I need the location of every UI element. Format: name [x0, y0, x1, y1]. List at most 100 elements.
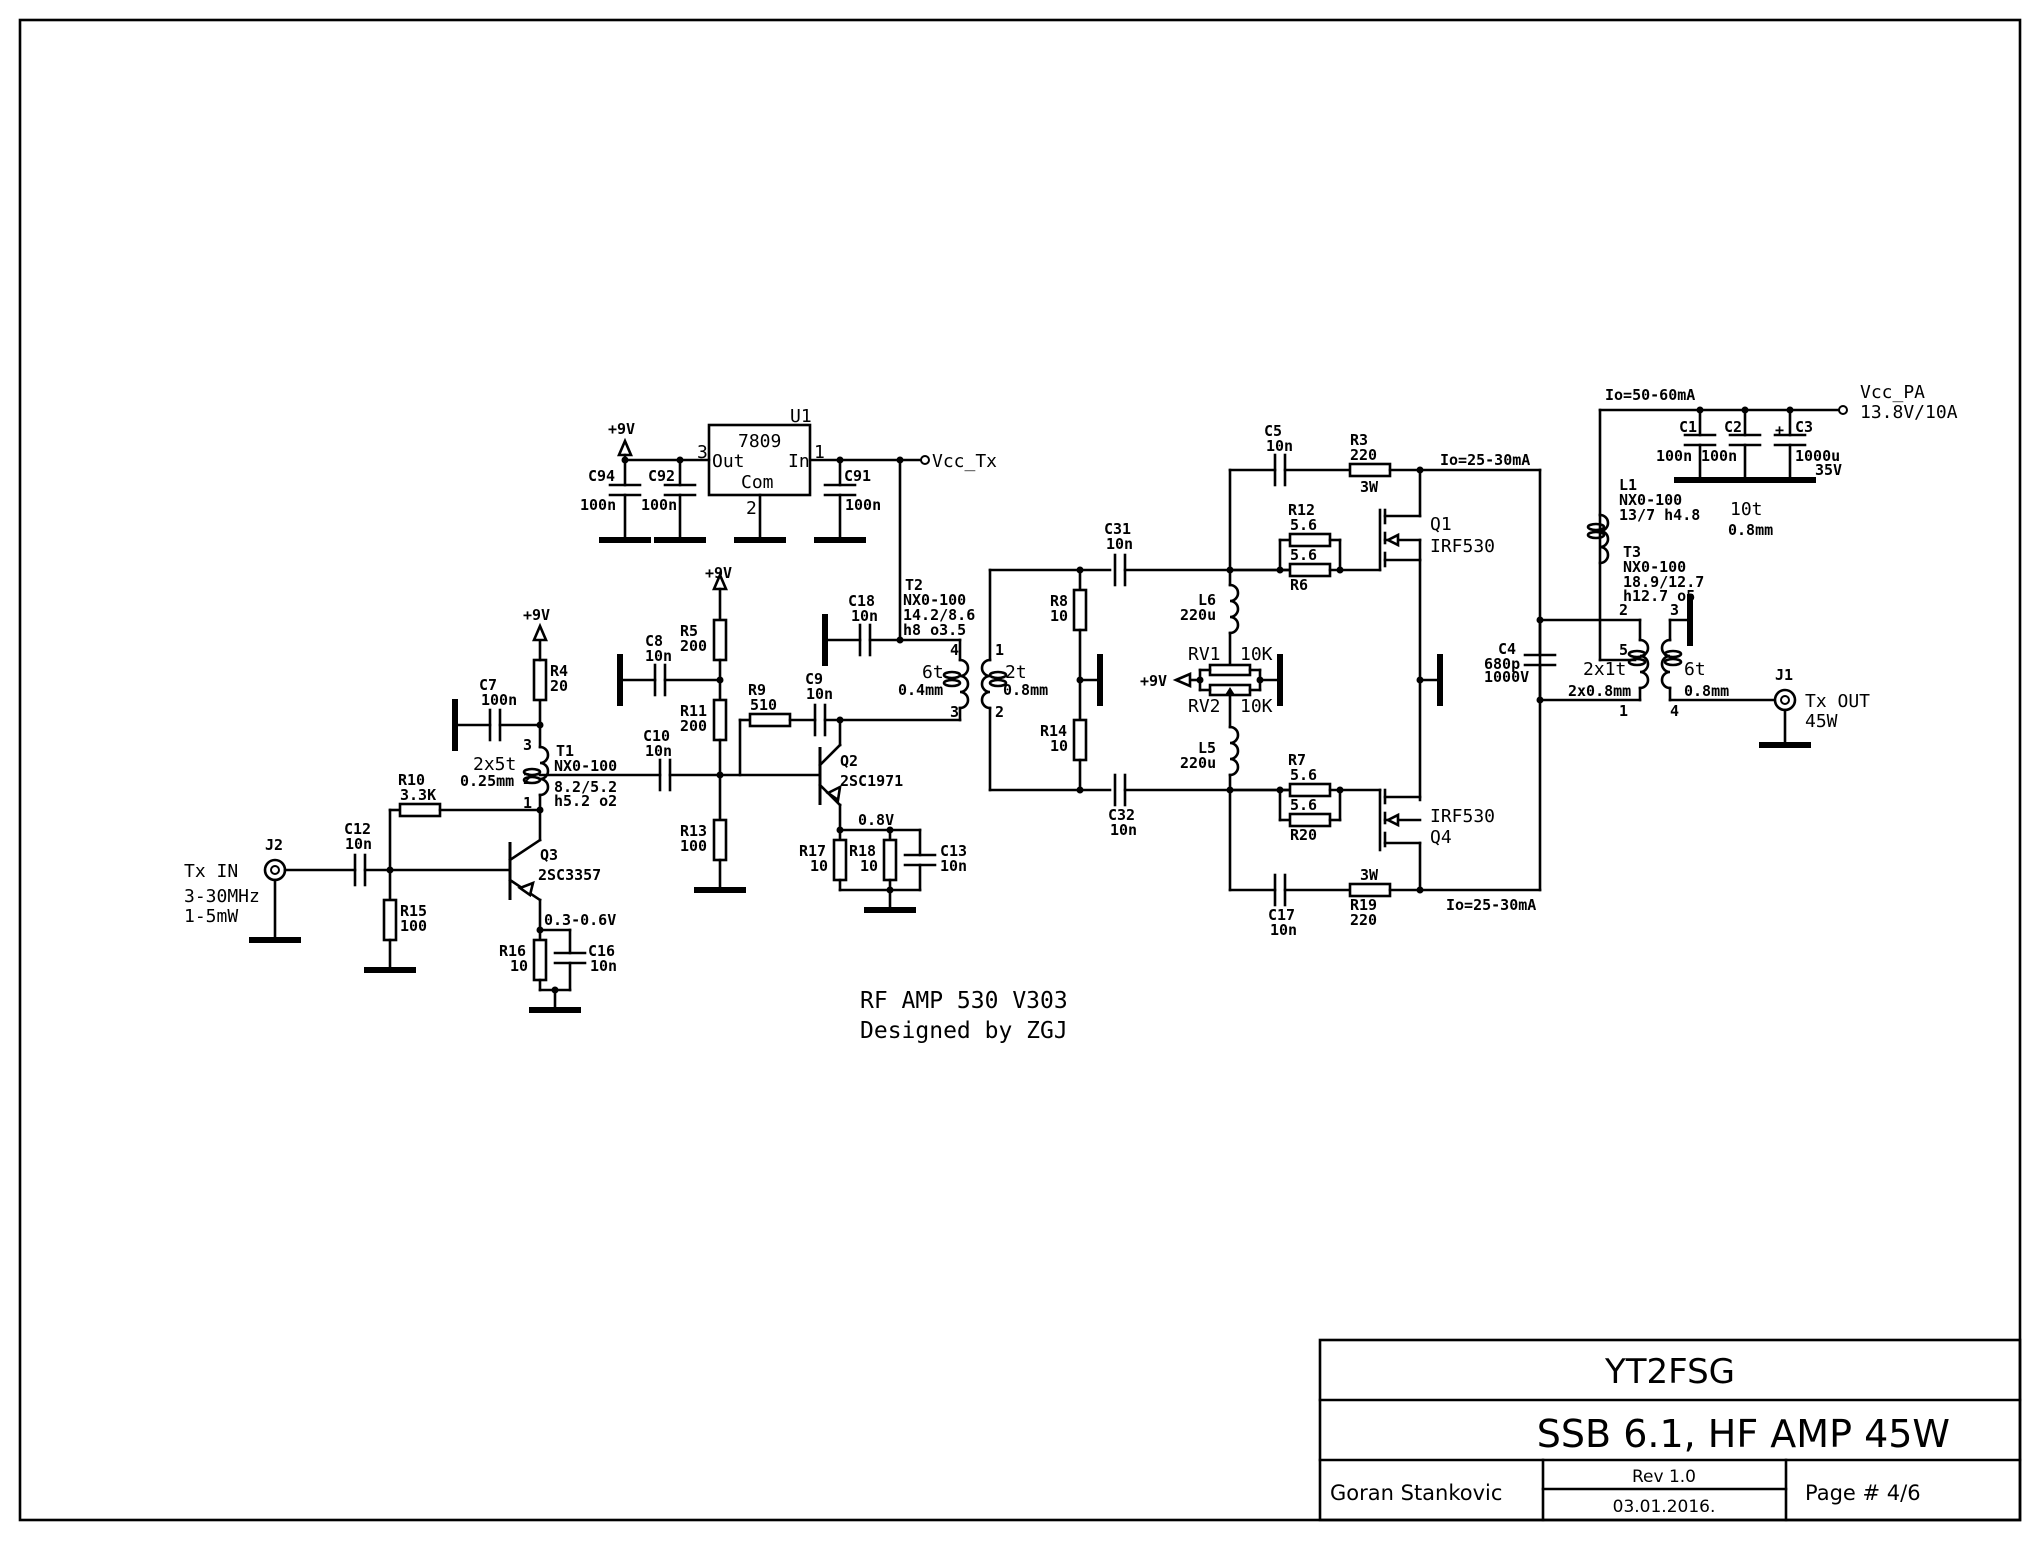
- cap-c7: C7 100n: [455, 676, 542, 751]
- svg-text:7809: 7809: [738, 431, 781, 452]
- title-project: SSB 6.1, HF AMP 45W: [1537, 1412, 1950, 1456]
- svg-text:10: 10: [860, 857, 878, 875]
- svg-text:C8: C8: [645, 632, 663, 650]
- io-q4-label: Io=25-30mA: [1446, 896, 1536, 914]
- svg-text:3: 3: [1670, 601, 1679, 619]
- svg-text:0.25mm: 0.25mm: [460, 772, 514, 790]
- resistor-r15: R15 100: [364, 868, 427, 970]
- title-block: YT2FSG SSB 6.1, HF AMP 45W Goran Stankov…: [1318, 1338, 2022, 1522]
- svg-text:10n: 10n: [940, 857, 967, 875]
- svg-text:0.4mm: 0.4mm: [898, 681, 943, 699]
- svg-text:3.3K: 3.3K: [400, 786, 436, 804]
- svg-text:2: 2: [746, 498, 757, 519]
- connector-j2[interactable]: J2: [249, 836, 301, 940]
- svg-text:3: 3: [950, 703, 959, 721]
- q3-emitter-voltage: 0.3-0.6V: [544, 911, 616, 929]
- svg-text:0.8mm: 0.8mm: [1684, 682, 1729, 700]
- svg-text:R12: R12: [1288, 501, 1315, 519]
- potentiometer-rv1-rv2[interactable]: +9V RV1 10K RV2 10K: [1140, 644, 1280, 717]
- svg-text:2SC1971: 2SC1971: [840, 772, 903, 790]
- title-date: 03.01.2016.: [1613, 1497, 1716, 1517]
- resistor-r14: R14 10: [1040, 678, 1088, 792]
- svg-text:R10: R10: [398, 771, 425, 789]
- svg-text:h5.2 o2: h5.2 o2: [554, 792, 617, 810]
- svg-text:R14: R14: [1040, 722, 1067, 740]
- cap-c8: C8 10n: [620, 632, 722, 706]
- svg-text:1: 1: [814, 442, 825, 463]
- tx-out-power: 45W: [1805, 711, 1838, 732]
- svg-text:1: 1: [995, 641, 1004, 659]
- cap-c91: C91 100n: [814, 458, 881, 540]
- resistor-r4: +9V R4 20: [523, 606, 568, 727]
- svg-text:+9V: +9V: [1140, 672, 1167, 690]
- svg-text:T3: T3: [1623, 543, 1641, 561]
- svg-text:100n: 100n: [845, 496, 881, 514]
- vcc-pa-rating: 13.8V/10A: [1860, 402, 1958, 423]
- svg-text:C12: C12: [344, 820, 371, 838]
- cap-c94: C94 100n: [580, 458, 651, 540]
- svg-text:10n: 10n: [645, 742, 672, 760]
- resistor-r17: R17 10: [799, 828, 848, 892]
- svg-text:Out: Out: [712, 451, 745, 472]
- svg-text:680p: 680p: [1484, 655, 1520, 673]
- svg-text:R8: R8: [1050, 592, 1068, 610]
- svg-text:C31: C31: [1104, 520, 1131, 538]
- resistor-r18: R18 10: [849, 828, 898, 892]
- svg-text:200: 200: [680, 637, 707, 655]
- resistor-r3: R3 220 3W: [1348, 431, 1392, 496]
- vcc-tx-label: Vcc_Tx: [932, 451, 997, 472]
- cap-c9: C9 10n: [805, 670, 833, 737]
- svg-text:C92: C92: [648, 467, 675, 485]
- svg-text:L5: L5: [1198, 739, 1216, 757]
- svg-text:10n: 10n: [1270, 921, 1297, 939]
- cap-c5: C5 10n: [1264, 422, 1293, 487]
- svg-text:IRF530: IRF530: [1430, 806, 1495, 827]
- svg-text:h12.7 o5: h12.7 o5: [1623, 587, 1695, 605]
- svg-text:C10: C10: [643, 727, 670, 745]
- svg-text:R13: R13: [680, 822, 707, 840]
- svg-text:10: 10: [1050, 607, 1068, 625]
- note-line1: RF AMP 530 V303: [860, 988, 1068, 1014]
- svg-text:R17: R17: [799, 842, 826, 860]
- svg-text:C4: C4: [1498, 640, 1516, 658]
- transistor-q2: Q2 2SC1971: [818, 718, 903, 832]
- cap-c92: C92 100n: [641, 458, 706, 540]
- svg-text:C2: C2: [1724, 418, 1742, 436]
- svg-text:10n: 10n: [1106, 535, 1133, 553]
- svg-text:2x0.8mm: 2x0.8mm: [1568, 682, 1631, 700]
- svg-text:5.6: 5.6: [1290, 796, 1317, 814]
- svg-text:C7: C7: [479, 676, 497, 694]
- svg-text:10n: 10n: [1110, 821, 1137, 839]
- svg-text:0.8mm: 0.8mm: [1728, 521, 1773, 539]
- cap-c31: C31 10n: [1104, 520, 1133, 587]
- svg-text:J1: J1: [1775, 666, 1793, 684]
- svg-text:2SC3357: 2SC3357: [538, 866, 601, 884]
- svg-text:NX0-100: NX0-100: [554, 757, 617, 775]
- svg-text:3W: 3W: [1360, 866, 1379, 884]
- svg-text:C32: C32: [1108, 806, 1135, 824]
- cap-c13: C13 10n: [903, 828, 967, 892]
- svg-text:2: 2: [1619, 601, 1628, 619]
- svg-text:6t: 6t: [922, 662, 944, 683]
- svg-text:3: 3: [697, 442, 708, 463]
- svg-text:Q1: Q1: [1430, 514, 1452, 535]
- svg-text:R3: R3: [1350, 431, 1368, 449]
- svg-text:100n: 100n: [580, 496, 616, 514]
- svg-text:R9: R9: [748, 681, 766, 699]
- svg-text:100: 100: [400, 917, 427, 935]
- resistor-r10: R10 3.3K: [398, 771, 442, 818]
- svg-text:220u: 220u: [1180, 606, 1216, 624]
- svg-text:18.9/12.7: 18.9/12.7: [1623, 573, 1704, 591]
- svg-text:6t: 6t: [1684, 659, 1706, 680]
- svg-text:10: 10: [510, 957, 528, 975]
- title-revision: Rev 1.0: [1632, 1467, 1696, 1487]
- svg-text:100n: 100n: [1656, 447, 1692, 465]
- svg-text:R19: R19: [1350, 896, 1377, 914]
- svg-text:10n: 10n: [851, 607, 878, 625]
- resistor-r13: R13 100: [680, 773, 746, 890]
- connector-j1[interactable]: J1: [1759, 666, 1811, 745]
- svg-text:R5: R5: [680, 622, 698, 640]
- title-author: Goran Stankovic: [1330, 1481, 1502, 1505]
- svg-text:4: 4: [950, 641, 959, 659]
- svg-text:Q3: Q3: [540, 846, 558, 864]
